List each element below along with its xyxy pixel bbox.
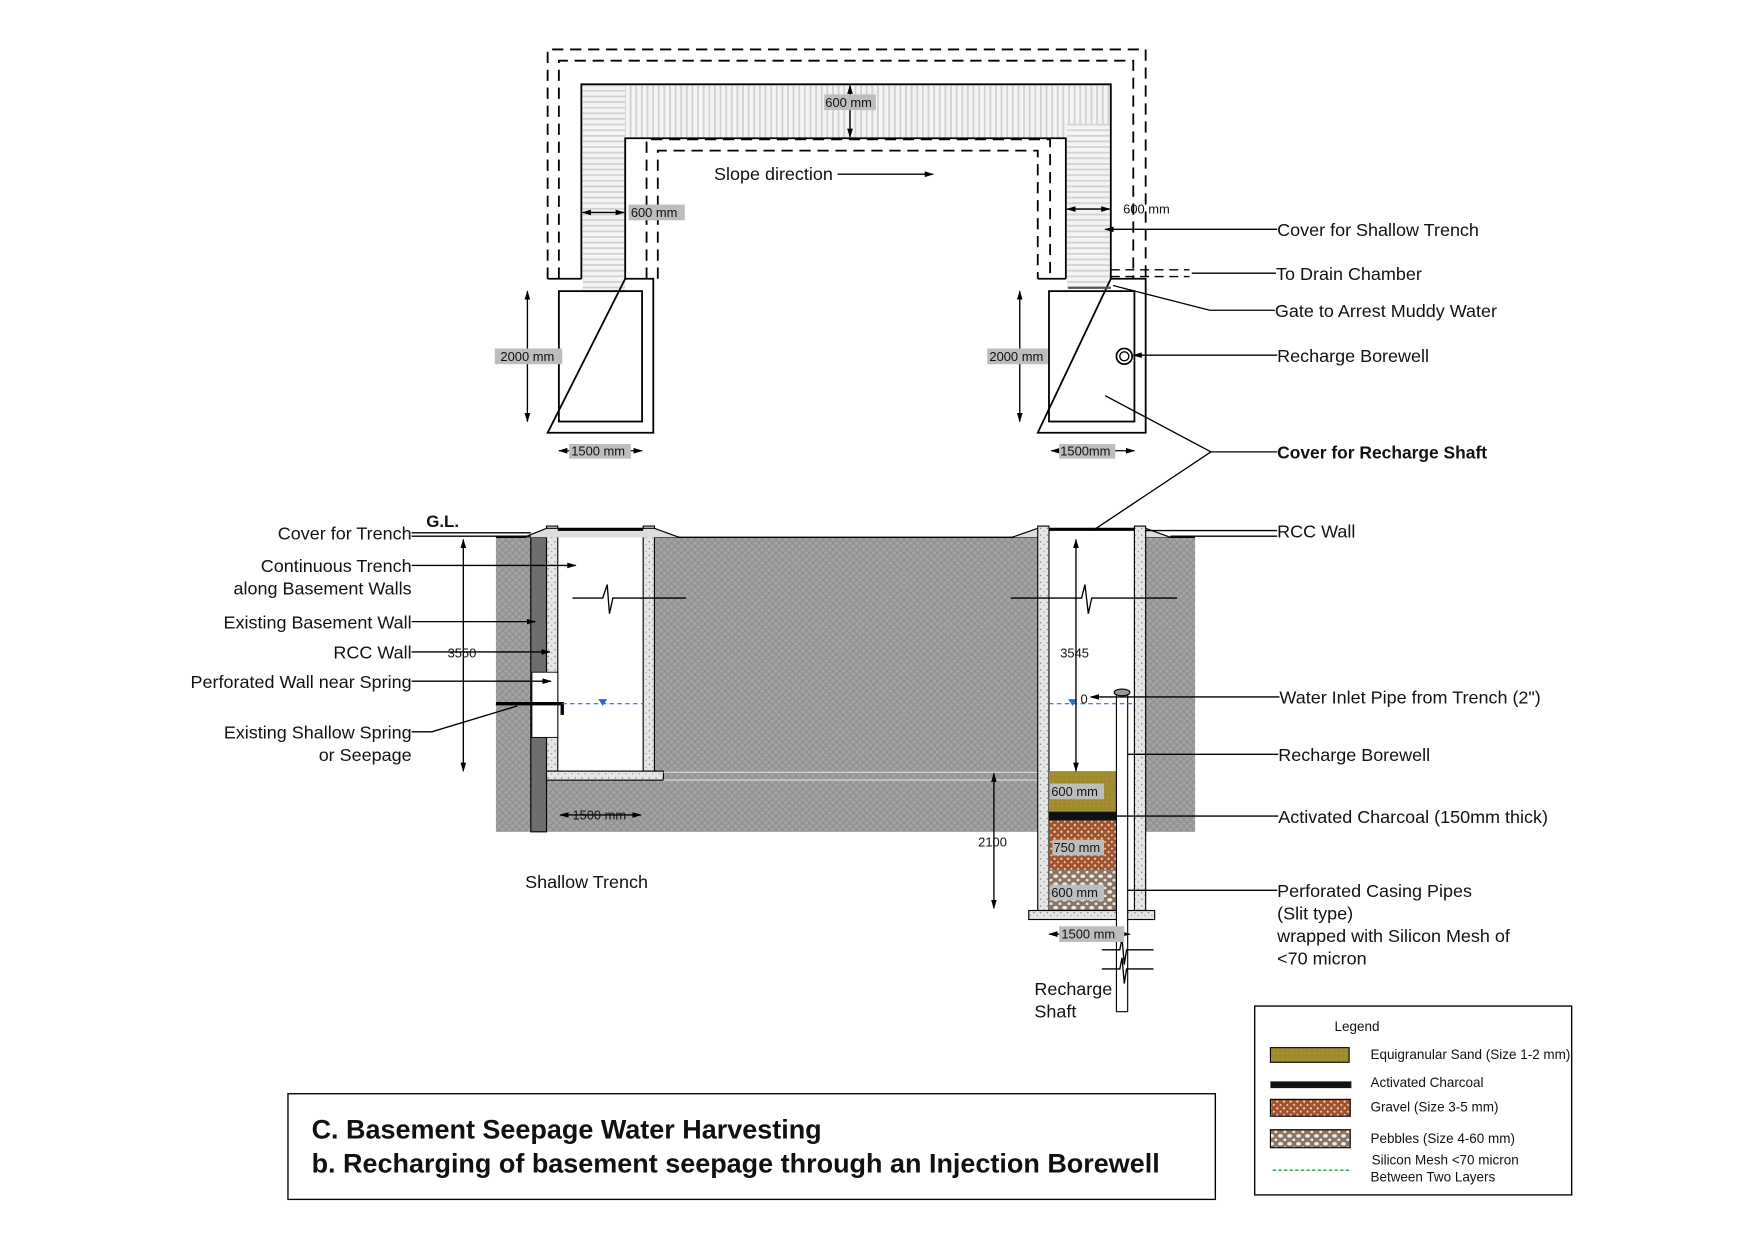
inner-dashed-boundary bbox=[645, 138, 1052, 279]
label-existing-basement-wall: Existing Basement Wall bbox=[224, 612, 412, 632]
label-continuous-trench-2: along Basement Walls bbox=[234, 579, 412, 599]
slope-direction-label: Slope direction bbox=[714, 164, 833, 184]
label-activated-charcoal: Activated Charcoal (150mm thick) bbox=[1278, 807, 1548, 827]
legend: Legend Equigranular Sand (Size 1-2 mm) A… bbox=[1254, 1005, 1573, 1196]
label-continuous-trench-1: Continuous Trench bbox=[261, 556, 412, 576]
label-perforated-casing-1: Perforated Casing Pipes bbox=[1277, 881, 1472, 901]
trench-cover-top bbox=[582, 85, 1111, 139]
legend-swatch-charcoal bbox=[1270, 1081, 1352, 1089]
borewell-break-lines bbox=[1101, 938, 1154, 984]
label-gate: Gate to Arrest Muddy Water bbox=[1275, 301, 1497, 321]
label-cover-shallow-trench: Cover for Shallow Trench bbox=[1277, 220, 1479, 240]
title-line-2: b. Recharging of basement seepage throug… bbox=[312, 1148, 1160, 1178]
dim-sand: 600 mm bbox=[1051, 784, 1098, 799]
dim-trench-depth: 3550 bbox=[448, 646, 477, 661]
water-level-mark: 0 bbox=[1080, 692, 1087, 707]
recharge-borewell-icon bbox=[1115, 347, 1134, 366]
charcoal-layer bbox=[1048, 811, 1117, 821]
left-callouts: G.L. Cover for Trench Continuous Trench … bbox=[191, 512, 577, 765]
trench-cover-right bbox=[1066, 123, 1111, 288]
shaft-base-slab bbox=[1028, 909, 1156, 921]
dim-right-trench: 600 mm bbox=[1123, 202, 1170, 217]
label-existing-spring-2: or Seepage bbox=[319, 745, 412, 765]
outer-dashed-boundary-inner bbox=[557, 59, 1135, 279]
drain-pipe bbox=[1110, 269, 1190, 278]
label-perforated-casing-2: (Slit type) bbox=[1277, 904, 1353, 924]
trench-rcc-wall-right bbox=[642, 525, 655, 772]
dim-shaft-depth: 3545 bbox=[1060, 646, 1089, 661]
dim-top-trench: 600 mm bbox=[825, 95, 872, 110]
shaft-rcc-wall-right bbox=[1133, 525, 1147, 912]
title-block: C. Basement Seepage Water Harvesting b. … bbox=[287, 1093, 1217, 1201]
label-perforated-casing-4: <70 micron bbox=[1277, 948, 1366, 968]
shallow-trench-walls bbox=[580, 83, 1112, 279]
right-callouts: Cover for Shallow Trench To Drain Chambe… bbox=[1089, 220, 1548, 968]
label-recharge-borewell: Recharge Borewell bbox=[1278, 745, 1430, 765]
label-to-drain-chamber: To Drain Chamber bbox=[1276, 264, 1422, 284]
legend-label-mesh-2: Between Two Layers bbox=[1370, 1169, 1495, 1184]
legend-label-sand: Equigranular Sand (Size 1-2 mm) bbox=[1370, 1047, 1570, 1062]
section-view: 0 3550 3545 2100 600 mm 750 mm 600 mm 15… bbox=[448, 525, 1196, 1021]
recharge-shaft-caption-2: Shaft bbox=[1034, 1001, 1076, 1021]
trench-floor-slab bbox=[545, 770, 664, 781]
dim-left-chamber-width: 1500 mm bbox=[571, 443, 625, 458]
spring-pipe bbox=[495, 701, 564, 715]
dim-right-chamber-width: 1500mm bbox=[1060, 443, 1110, 458]
break-line bbox=[572, 584, 686, 614]
recharge-shaft-caption-1: Recharge bbox=[1034, 979, 1112, 999]
left-chamber-outer bbox=[546, 277, 655, 434]
dim-trench-width: 1500 mm bbox=[572, 807, 626, 822]
dim-right-chamber-height: 2000 mm bbox=[989, 349, 1043, 364]
dim-gravel: 750 mm bbox=[1053, 840, 1100, 855]
legend-swatch-gravel bbox=[1269, 1098, 1351, 1117]
outer-dashed-boundary bbox=[546, 48, 1147, 279]
label-perforated-wall: Perforated Wall near Spring bbox=[191, 672, 412, 692]
dim-pebbles: 600 mm bbox=[1051, 885, 1098, 900]
left-chamber-cover bbox=[557, 290, 643, 423]
shaft-rcc-wall-left bbox=[1037, 525, 1050, 912]
legend-label-pebbles: Pebbles (Size 4-60 mm) bbox=[1370, 1131, 1514, 1146]
label-perforated-casing-3: wrapped with Silicon Mesh of bbox=[1276, 926, 1511, 946]
plan-view: Slope direction 600 mm 600 mm 600 mm 200… bbox=[494, 48, 1190, 459]
label-rcc-wall-left: RCC Wall bbox=[333, 643, 411, 663]
label-cover-trench: Cover for Trench bbox=[278, 524, 412, 544]
label-existing-spring-1: Existing Shallow Spring bbox=[224, 723, 412, 743]
right-chamber-outer bbox=[1036, 277, 1147, 434]
legend-swatch-sand bbox=[1269, 1047, 1350, 1063]
legend-heading: Legend bbox=[1335, 1019, 1380, 1034]
dim-left-trench: 600 mm bbox=[631, 205, 678, 220]
dim-shaft-below: 2100 bbox=[978, 834, 1007, 849]
label-recharge-borewell-plan: Recharge Borewell bbox=[1277, 346, 1429, 366]
label-cover-recharge-shaft: Cover for Recharge Shaft bbox=[1277, 443, 1487, 463]
label-rcc-wall-right: RCC Wall bbox=[1277, 521, 1355, 541]
legend-swatch-pebbles bbox=[1269, 1129, 1351, 1149]
legend-label-gravel: Gravel (Size 3-5 mm) bbox=[1370, 1100, 1498, 1115]
dim-shaft-width: 1500 mm bbox=[1061, 927, 1115, 942]
title-line-1: C. Basement Seepage Water Harvesting bbox=[312, 1115, 822, 1145]
trench-cover-left bbox=[582, 85, 626, 293]
dim-left-chamber-height: 2000 mm bbox=[500, 349, 554, 364]
legend-label-charcoal: Activated Charcoal bbox=[1370, 1075, 1483, 1090]
ground-level-label: G.L. bbox=[426, 512, 459, 531]
label-water-inlet: Water Inlet Pipe from Trench (2") bbox=[1279, 688, 1540, 708]
shallow-trench-caption: Shallow Trench bbox=[525, 872, 648, 892]
legend-label-mesh-1: Silicon Mesh <70 micron bbox=[1372, 1153, 1519, 1168]
